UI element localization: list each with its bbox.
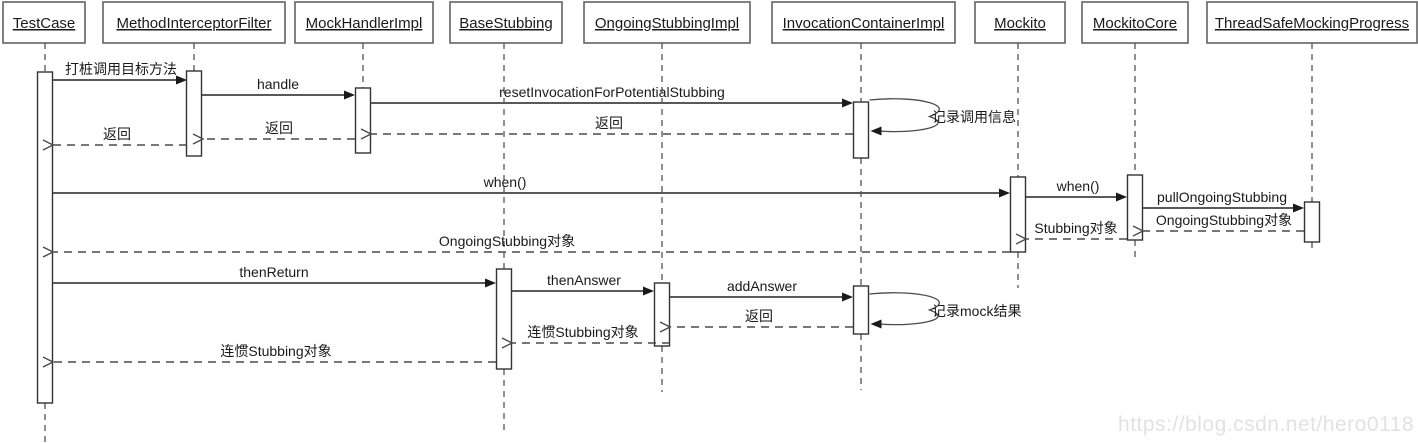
message-arrowhead-5 [42, 139, 55, 151]
message-label-15: 返回 [745, 308, 773, 324]
message-arrowhead-12 [485, 278, 496, 288]
message-label-16: 连惯Stubbing对象 [527, 324, 638, 340]
message-label-5: 返回 [103, 126, 131, 142]
message-label-9: OngoingStubbing对象 [1156, 212, 1292, 228]
message-label-0: 打桩调用目标方法 [65, 61, 177, 77]
message-arrowhead-17 [42, 356, 55, 368]
message-arrowhead-2 [842, 98, 853, 108]
message-label-1: handle [257, 76, 299, 92]
message-arrowhead-9 [1132, 225, 1145, 237]
participant-box-mockhandlerimpl [294, 1, 434, 44]
message-arrowhead-6 [999, 188, 1010, 198]
message-label-7: when() [1056, 178, 1100, 194]
participant-label-mockito: Mockito [994, 15, 1046, 32]
self-loop-0 [869, 98, 940, 133]
participant-box-testcase [2, 1, 86, 44]
message-label-14: addAnswer [727, 278, 797, 294]
message-arrowhead-0 [176, 75, 187, 85]
message-arrowhead-11 [42, 246, 55, 258]
activation-mockitocore-5 [1126, 174, 1144, 241]
watermark: https://blog.csdn.net/hero0118 [1118, 413, 1414, 436]
activation-mockhandlerimpl-2 [354, 87, 372, 154]
message-label-17: 连惯Stubbing对象 [220, 343, 331, 359]
message-arrowhead-8 [1293, 203, 1304, 213]
activation-threadsafemockingprogress-6 [1303, 201, 1321, 243]
participant-label-threadsafemockingprogress: ThreadSafeMockingProgress [1215, 15, 1409, 32]
activation-testcase-0 [36, 71, 54, 404]
participant-label-basestubbing: BaseStubbing [459, 15, 552, 32]
message-arrowhead-4 [192, 133, 205, 145]
message-arrowhead-7 [1116, 192, 1127, 202]
message-label-6: when() [483, 174, 527, 190]
participant-box-threadsafemockingprogress [1206, 1, 1418, 44]
message-arrowhead-3 [360, 128, 373, 140]
message-arrowhead-15 [659, 321, 672, 333]
self-loop-label-0: 记录调用信息 [932, 109, 1016, 125]
self-loop-arrowhead-0 [870, 126, 882, 136]
message-label-13: thenAnswer [547, 272, 621, 288]
message-arrowhead-16 [501, 337, 514, 349]
participant-box-methodinterceptorfilter [102, 1, 286, 44]
self-loop-label-1: 记录mock结果 [932, 303, 1021, 319]
participant-box-ongoingstubbingimpl [583, 1, 751, 44]
activation-mockito-4 [1009, 176, 1027, 253]
activation-invocationcontainerimpl-9 [852, 285, 870, 335]
activation-ongoingstubbingimpl-8 [653, 282, 671, 347]
message-label-8: pullOngoingStubbing [1157, 189, 1287, 205]
message-label-12: thenReturn [239, 264, 308, 280]
participant-label-testcase: TestCase [13, 15, 76, 32]
participant-label-ongoingstubbingimpl: OngoingStubbingImpl [595, 15, 739, 32]
message-arrowhead-1 [344, 90, 355, 100]
self-loop-1 [869, 292, 940, 326]
message-label-4: 返回 [265, 120, 293, 136]
message-label-10: Stubbing对象 [1034, 220, 1117, 236]
activation-methodinterceptorfilter-1 [185, 70, 203, 157]
activation-basestubbing-7 [495, 268, 513, 370]
participant-box-mockitocore [1081, 1, 1189, 44]
participant-label-mockhandlerimpl: MockHandlerImpl [306, 15, 423, 32]
message-label-3: 返回 [595, 115, 623, 131]
participant-label-methodinterceptorfilter: MethodInterceptorFilter [116, 15, 271, 32]
participant-label-invocationcontainerimpl: InvocationContainerImpl [783, 15, 945, 32]
message-arrowhead-10 [1015, 233, 1028, 245]
participant-box-invocationcontainerimpl [771, 1, 956, 44]
activation-invocationcontainerimpl-3 [852, 101, 870, 159]
participant-label-mockitocore: MockitoCore [1093, 15, 1177, 32]
participant-box-basestubbing [449, 1, 563, 44]
message-arrowhead-14 [842, 292, 853, 302]
message-arrowhead-13 [643, 286, 654, 296]
participant-box-mockito [974, 1, 1066, 44]
message-label-2: resetInvocationForPotentialStubbing [499, 84, 725, 100]
self-loop-arrowhead-1 [870, 319, 882, 329]
message-label-11: OngoingStubbing对象 [439, 233, 575, 249]
